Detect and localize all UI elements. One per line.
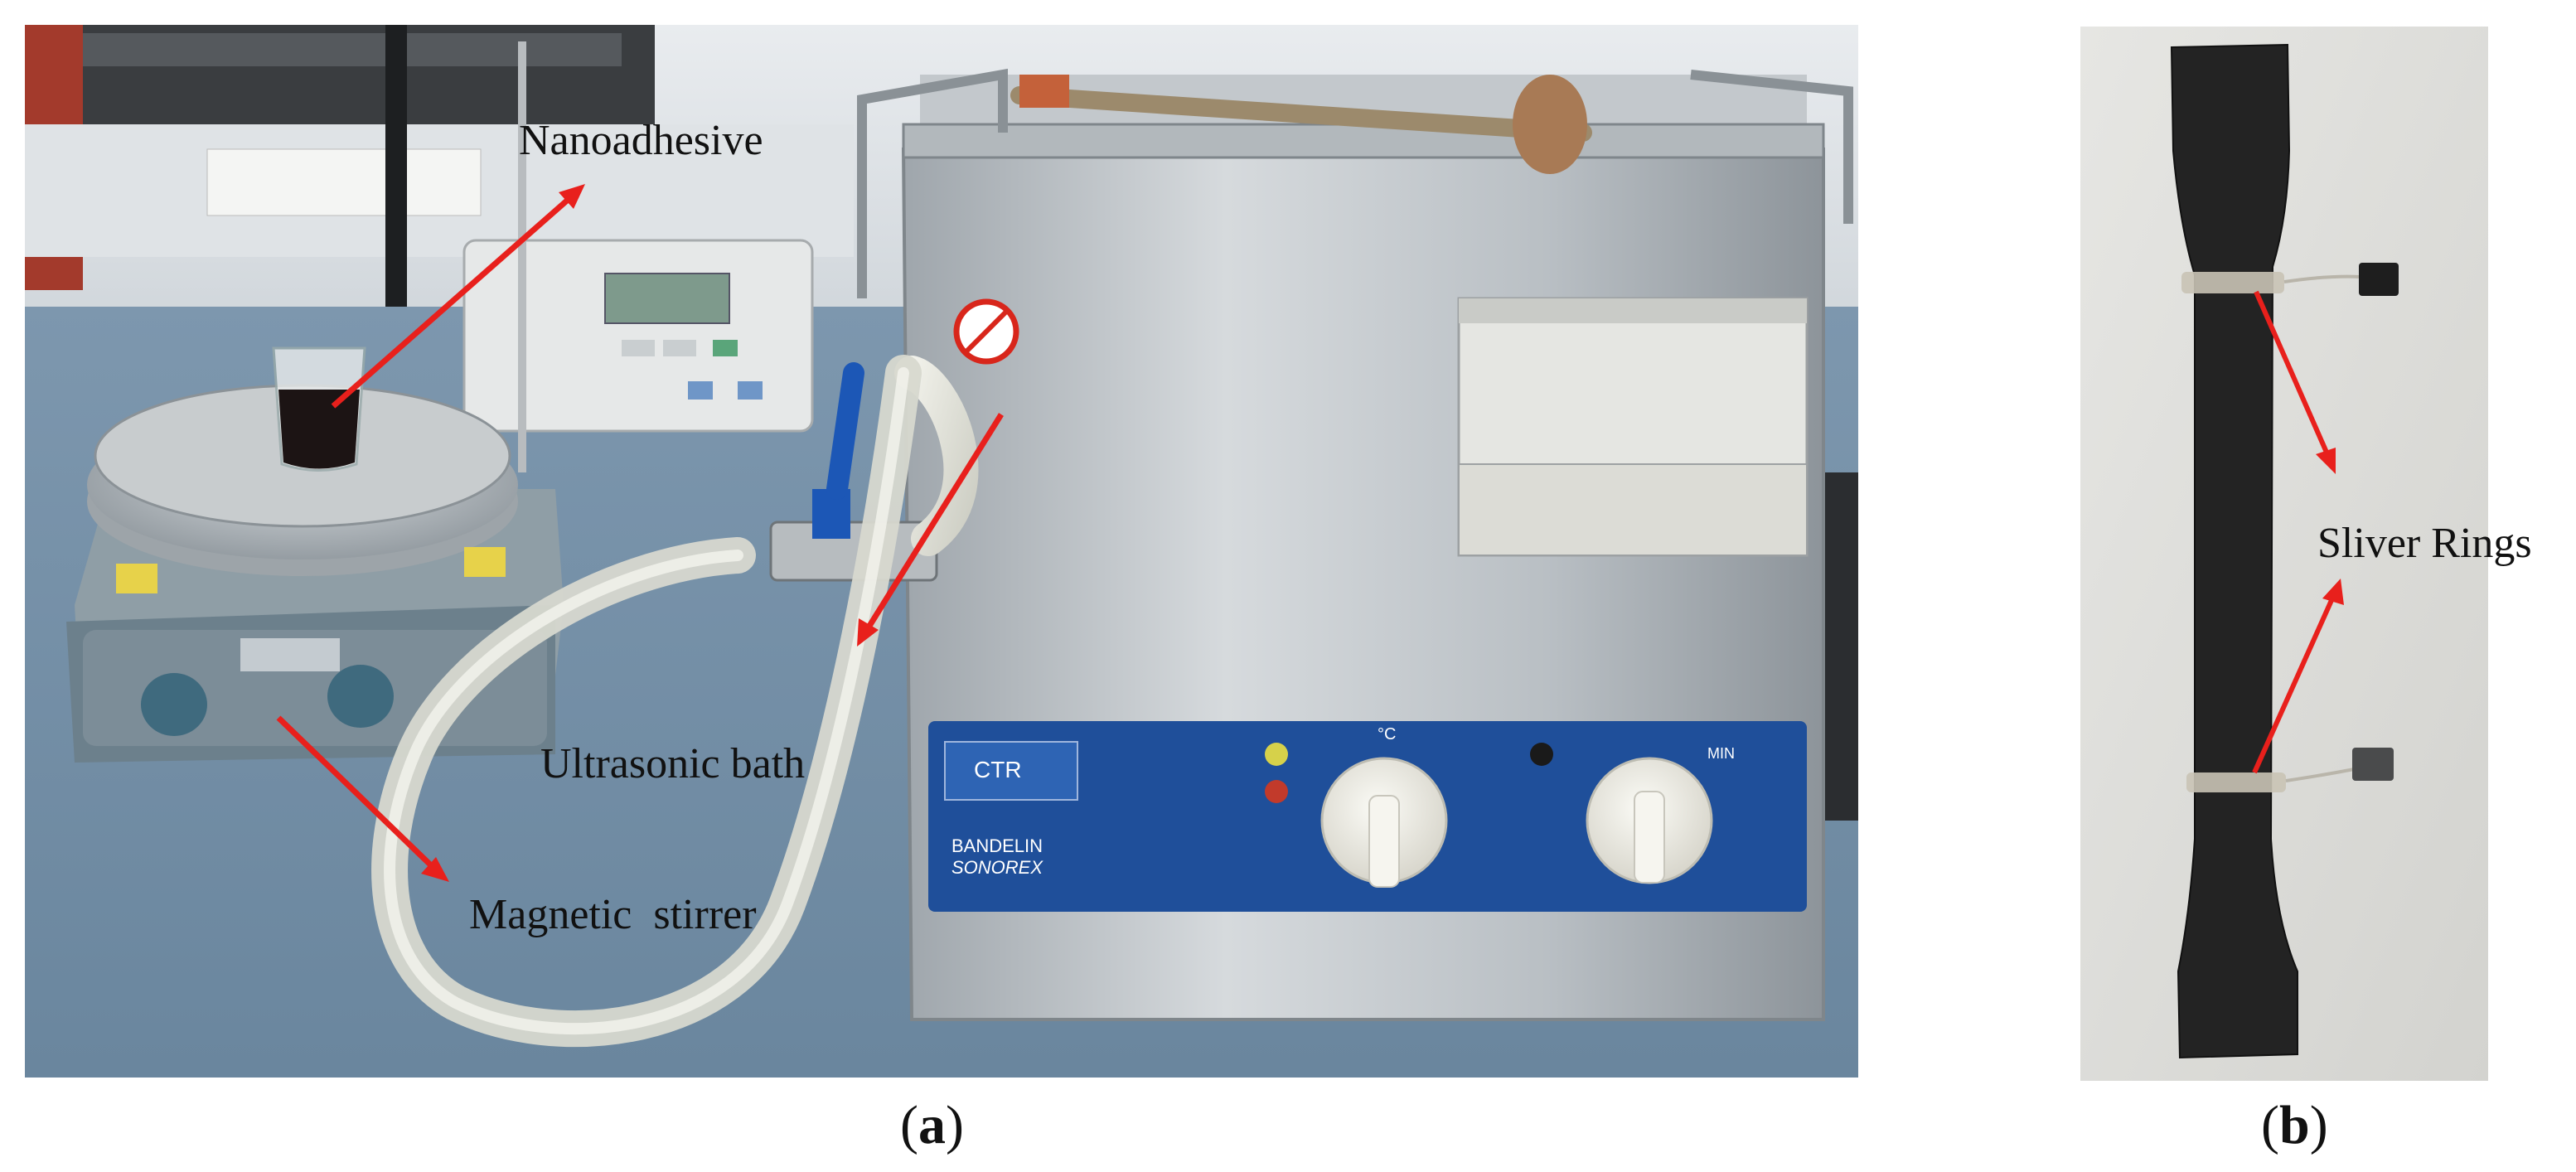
bath-brand-line-2: SONOREX <box>951 857 1043 878</box>
arrow-nanoadhesive-head <box>559 184 585 209</box>
dogbone-specimen <box>2170 43 2298 1059</box>
arrow-nanoadhesive <box>331 198 569 409</box>
arrow-ultrasonic-bath <box>864 413 1004 632</box>
silver-ring-lower <box>2186 748 2394 792</box>
callout-magnetic-stirrer: Magnetic stirrer <box>469 891 757 938</box>
panel-label-a: (a) <box>900 1095 964 1155</box>
photo-ultrasonic-setup: CTR BANDELIN SONOREX °C MIN Nanoadhesive… <box>25 25 1858 1078</box>
cable <box>385 25 407 307</box>
bath-brand-line-1: BANDELIN <box>951 835 1043 856</box>
callout-nanoadhesive: Nanoadhesive <box>519 117 763 164</box>
arrow-magnetic-stirrer <box>276 715 433 868</box>
retort-stand-rod <box>518 41 526 472</box>
bath-time-unit: MIN <box>1707 745 1735 762</box>
ph-meter <box>462 239 814 433</box>
photo-specimen-silver-rings <box>2080 27 2488 1081</box>
hose-and-valve <box>371 355 979 1048</box>
arrow-sliver-rings-lower-head <box>2322 579 2344 605</box>
bath-model-label: CTR <box>974 757 1022 782</box>
arrow-sliver-rings-lower <box>2252 597 2335 774</box>
callout-arrows-a <box>276 184 1004 882</box>
arrow-sliver-rings-upper <box>2254 290 2330 456</box>
callout-ultrasonic-bath: Ultrasonic bath <box>540 740 805 787</box>
arrow-ultrasonic-bath-head <box>857 618 879 647</box>
arrow-magnetic-stirrer-head <box>421 857 449 882</box>
arrow-sliver-rings-upper-head <box>2316 448 2336 474</box>
panel-label-a-letter: a <box>918 1095 946 1155</box>
callout-sliver-rings: Sliver Rings <box>2317 520 2532 567</box>
panel-label-b-letter: b <box>2278 1095 2310 1155</box>
panel-label-b: (b) <box>2261 1095 2328 1155</box>
bath-temp-unit: °C <box>1378 725 1396 743</box>
ultrasonic-bath <box>857 68 1853 1021</box>
callout-arrows-b <box>2252 290 2344 774</box>
beaker-nanoadhesive <box>272 346 366 472</box>
silver-ring-upper <box>2181 263 2399 296</box>
